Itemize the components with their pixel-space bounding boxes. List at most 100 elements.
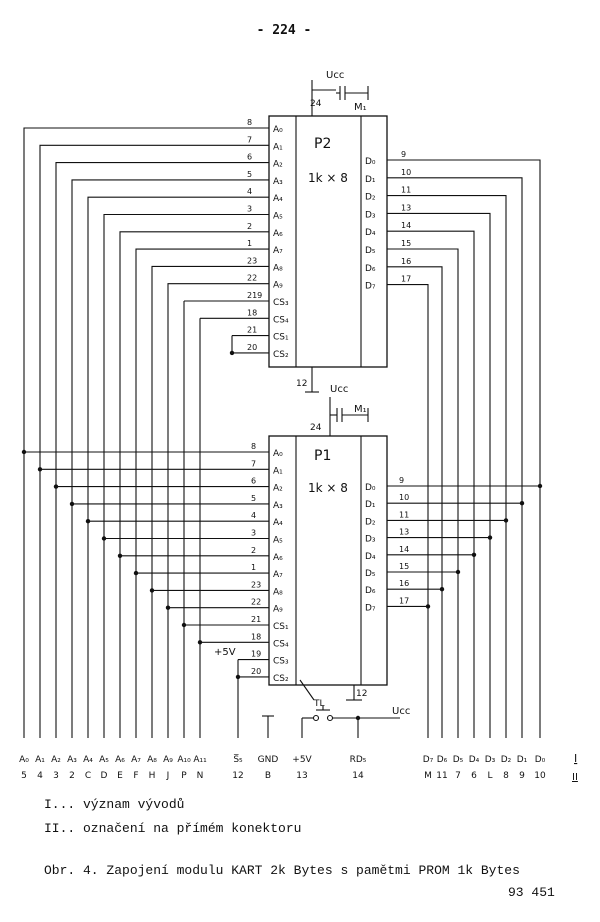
- chip-p2-out-number: 11: [401, 186, 411, 195]
- p2-data-line: [387, 195, 507, 738]
- chip-p2-pin-label: CS₁: [273, 333, 289, 343]
- chip-p1-pin-number: 7: [251, 459, 256, 468]
- chip-p2-out-label: D₀: [365, 157, 376, 167]
- chip-p2-pin-label: A₅: [273, 212, 283, 222]
- chip-p1-pin-label: A₁: [273, 466, 283, 476]
- junction-dot: [117, 553, 123, 558]
- connector-signal-label: A₉: [163, 755, 173, 765]
- chip-p1-out-label: D₂: [365, 517, 376, 527]
- chip-p1-pin-number: 3: [251, 529, 256, 538]
- chip-p2-gnd-pin: 12: [296, 379, 307, 389]
- chip-p2-pin-label: CS₄: [273, 315, 289, 325]
- junction-dot: [85, 519, 91, 524]
- switch-contact: [312, 714, 320, 722]
- chip-p2-out-number: 17: [401, 275, 411, 284]
- connector-signal-label: A₅: [99, 755, 109, 765]
- connector-signal-label: A₄: [83, 755, 93, 765]
- chip-p2-pin-label: A₉: [273, 281, 283, 291]
- connector-signal-label: D₂: [501, 755, 512, 765]
- p2-address-line: [71, 179, 269, 738]
- chip-p1-out-number: 17: [399, 596, 409, 605]
- junction-dot: [503, 518, 509, 523]
- p2-address-line: [135, 248, 269, 738]
- chip-p1-pin-label: A₃: [273, 501, 283, 511]
- chip-p1-pin-number: 4: [251, 511, 256, 520]
- connector-pin-label: 3: [53, 771, 59, 781]
- chip-p1-org: 1k × 8: [308, 481, 348, 495]
- chip-p1-gnd-pin: 12: [356, 689, 367, 699]
- connector-signal-label: D₇: [423, 755, 434, 765]
- junction-dot: [21, 449, 27, 455]
- junction-dot: [229, 350, 235, 356]
- chip-p1-pin-label: CS₂: [273, 674, 289, 684]
- connector-pin-label: 4: [37, 771, 43, 781]
- chip-p1-out-label: D₃: [365, 535, 376, 545]
- junction-dot: [355, 715, 361, 721]
- connector-pin-label: N: [197, 771, 204, 781]
- cs4-to-switch: [299, 679, 315, 701]
- p2-address-line: [151, 265, 269, 738]
- junction-dot: [37, 467, 43, 472]
- connector-signal-label: GND: [258, 755, 279, 765]
- chip-p2-out-number: 10: [401, 168, 411, 177]
- chip-p1-out-number: 10: [399, 493, 409, 502]
- chip-p2-pin-number: 23: [247, 256, 257, 265]
- junction-dot: [181, 622, 187, 628]
- plus5v-label: +5V: [214, 647, 236, 658]
- connector-pin-label: 12: [232, 771, 243, 781]
- figure-caption: Obr. 4. Zapojení modulu KART 2k Bytes s …: [44, 863, 520, 878]
- connector-signal-label: A₂: [51, 755, 61, 765]
- connector-pin-label: J: [166, 771, 170, 781]
- chip-p1-out-number: 15: [399, 562, 409, 571]
- junction-dot: [487, 535, 493, 540]
- chip-p1-pin-number: 2: [251, 546, 256, 555]
- chip-p1-out-number: 9: [399, 476, 404, 485]
- p2-address-line: [167, 283, 269, 738]
- connector-pin-label: B: [265, 771, 271, 781]
- chip-p1-pin-label: CS₁: [273, 622, 289, 632]
- chip-p2-pin-label: A₂: [273, 160, 283, 170]
- chip-p2-pin-number: 219: [247, 291, 262, 300]
- chip-p2-pin-label: A₆: [273, 229, 283, 239]
- vcc-mid-label: Ucc: [330, 384, 348, 395]
- p2-data-line: [387, 248, 459, 738]
- connector-signal-label: D₆: [437, 755, 448, 765]
- chip-p2-out-number: 14: [401, 221, 411, 230]
- connector-signal-label: A₈: [147, 755, 157, 765]
- connector-signal-label: D₀: [535, 755, 546, 765]
- connector-pin-label: C: [85, 771, 91, 781]
- chip-p1-out-label: D₇: [365, 603, 376, 613]
- chip-p2-pin-label: CS₂: [273, 350, 289, 360]
- junction-dot: [235, 674, 241, 680]
- chip-p2-out-number: 15: [401, 239, 411, 248]
- p2-data-line: [387, 212, 491, 738]
- chip-p1-body: [268, 435, 388, 686]
- chip-p1-pin-number: 23: [251, 580, 261, 589]
- connector-signal-label: D₃: [485, 755, 496, 765]
- chip-p2-out-label: D₁: [365, 175, 376, 185]
- chip-p2-pin-number: 20: [247, 343, 257, 352]
- chip-p1-pin-label: CS₃: [273, 657, 289, 667]
- connector-signal-label: D₁: [517, 755, 528, 765]
- chip-p2-pin-number: 21: [247, 326, 257, 335]
- chip-p1-pin-number: 8: [251, 442, 256, 451]
- p2-address-line: [39, 144, 269, 738]
- chip-p2-pin-label: A₃: [273, 177, 283, 187]
- connector-pin-label: 8: [503, 771, 509, 781]
- connector-pin-label: H: [149, 771, 156, 781]
- chip-p1-out-number: 16: [399, 579, 409, 588]
- chip-p1-pin-label: A₂: [273, 484, 283, 494]
- chip-p2-pin-label: A₄: [273, 194, 283, 204]
- chip-p1-pin-label: A₉: [273, 605, 283, 615]
- junction-dot: [519, 501, 525, 506]
- connector-signal-label: D₅: [453, 755, 464, 765]
- connector-signal-label: D₄: [469, 755, 480, 765]
- connector-pin-label: 6: [471, 771, 477, 781]
- junction-dot: [455, 569, 461, 575]
- switch-label: TL: [313, 699, 325, 709]
- junction-dot: [471, 552, 477, 557]
- junction-dot: [425, 604, 431, 609]
- chip-p2-out-number: 9: [401, 150, 406, 159]
- chip-p2-pin-number: 7: [247, 135, 252, 144]
